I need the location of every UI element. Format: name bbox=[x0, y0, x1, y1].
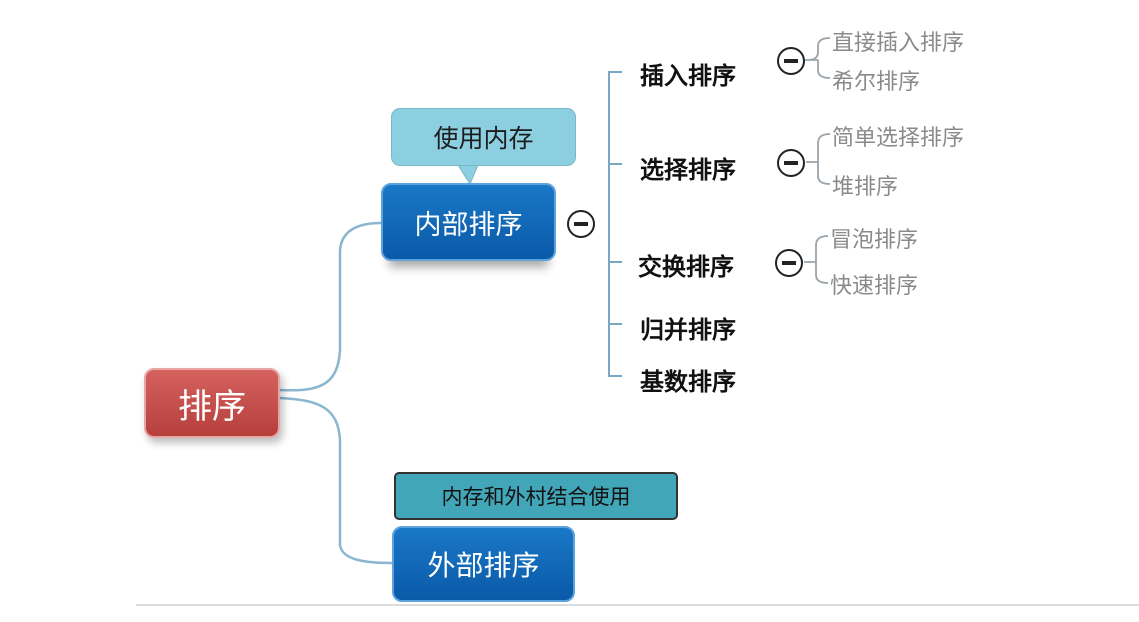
category-exchange[interactable]: 交换排序 bbox=[638, 253, 734, 281]
bracket-internal-categories bbox=[608, 71, 622, 377]
minus-icon bbox=[784, 161, 798, 165]
leaf-quick-sort[interactable]: 快速排序 bbox=[830, 274, 919, 299]
minus-icon bbox=[784, 59, 798, 63]
category-merge[interactable]: 归并排序 bbox=[640, 316, 736, 344]
category-radix[interactable]: 基数排序 bbox=[640, 368, 736, 396]
minus-icon bbox=[782, 261, 796, 265]
insertion-collapse-button[interactable] bbox=[777, 47, 805, 75]
selection-collapse-button[interactable] bbox=[777, 149, 805, 177]
callout-pointer bbox=[457, 164, 479, 186]
external-callout: 内存和外村结合使用 bbox=[394, 472, 678, 520]
leaf-bubble-sort[interactable]: 冒泡排序 bbox=[830, 228, 919, 253]
exchange-collapse-button[interactable] bbox=[775, 249, 803, 277]
leaf-shell-sort[interactable]: 希尔排序 bbox=[832, 70, 921, 95]
bracket-insertion-leaves bbox=[805, 37, 831, 79]
leaf-simple-selection[interactable]: 简单选择排序 bbox=[832, 126, 965, 151]
category-insertion[interactable]: 插入排序 bbox=[640, 62, 736, 90]
bracket-exchange-leaves bbox=[804, 235, 829, 284]
internal-collapse-button[interactable] bbox=[567, 210, 595, 238]
root-node[interactable]: 排序 bbox=[144, 368, 280, 438]
leaf-heap-sort[interactable]: 堆排序 bbox=[832, 175, 899, 200]
internal-callout: 使用内存 bbox=[391, 108, 576, 166]
connector-root-internal bbox=[279, 221, 382, 392]
minus-icon bbox=[574, 222, 588, 226]
external-sort-node[interactable]: 外部排序 bbox=[392, 526, 575, 602]
bracket-selection-leaves bbox=[806, 133, 831, 185]
category-selection[interactable]: 选择排序 bbox=[640, 156, 736, 184]
connector-root-external bbox=[279, 396, 393, 565]
leaf-straight-insertion[interactable]: 直接插入排序 bbox=[832, 31, 965, 56]
internal-sort-node[interactable]: 内部排序 bbox=[381, 183, 556, 261]
